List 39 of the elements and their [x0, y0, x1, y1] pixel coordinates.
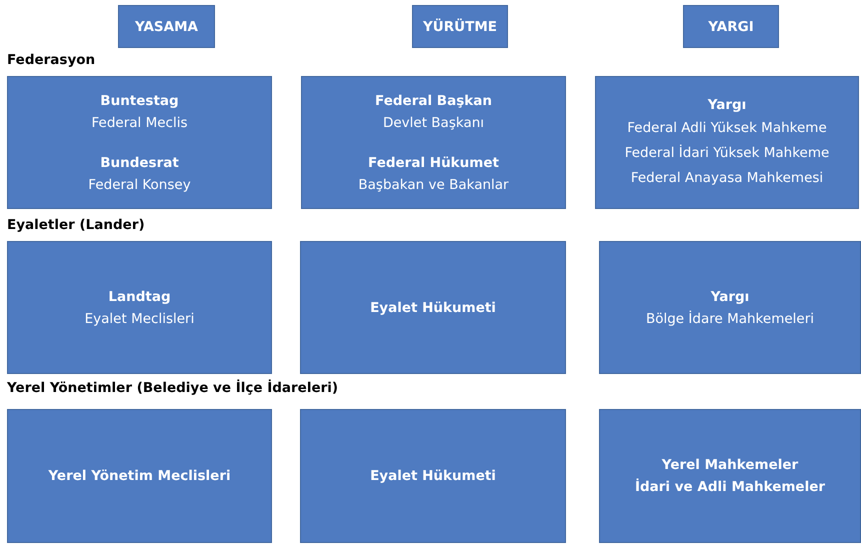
box-heading: Eyalet Hükumeti: [370, 467, 496, 486]
box-heading: Landtag: [108, 288, 171, 306]
box-heading: Yerel Yönetim Meclisleri: [48, 467, 231, 486]
row-heading: Yerel Yönetimler (Belediye ve İlçe İdareleri): [7, 380, 338, 396]
column-header: [118, 5, 215, 48]
institution-box: [7, 241, 272, 374]
box-heading: Federal Başkan: [375, 92, 492, 110]
box-heading: YASAMA: [135, 18, 198, 36]
box-text: Federal İdari Yüksek Mahkeme: [624, 144, 830, 163]
box-heading: YARGI: [708, 18, 754, 36]
box-text: Federal Anayasa Mahkemesi: [630, 169, 824, 188]
column-header: [412, 5, 508, 48]
box-heading: YÜRÜTME: [423, 18, 497, 36]
institution-box: [301, 76, 566, 209]
institution-box: [7, 76, 272, 209]
institution-box: [300, 409, 566, 543]
institution-box: [7, 409, 272, 543]
box-heading: Bundesrat: [100, 154, 179, 172]
box-text: Devlet Başkanı: [382, 114, 484, 132]
box-text: Başbakan ve Bakanlar: [358, 176, 509, 194]
box-text: Bölge İdare Mahkemeleri: [646, 310, 814, 328]
row-heading: Federasyon: [7, 52, 96, 68]
box-heading: Buntestag: [100, 92, 179, 110]
column-header: [683, 5, 779, 48]
institution-box: [599, 409, 861, 543]
box-text: Federal Meclis: [92, 114, 188, 132]
row-heading: Eyaletler (Lander): [7, 217, 145, 233]
box-heading: Yerel Mahkemeler: [662, 456, 798, 475]
box-text: Eyalet Meclisleri: [84, 310, 194, 328]
box-heading: İdari ve Adli Mahkemeler: [634, 478, 826, 497]
institution-box: [595, 76, 859, 209]
box-heading: Eyalet Hükumeti: [370, 298, 496, 318]
box-heading: Yargı: [710, 288, 750, 306]
institution-box: [599, 241, 861, 374]
box-text: Federal Adli Yüksek Mahkeme: [627, 119, 827, 138]
box-text: Federal Konsey: [88, 176, 191, 194]
box-heading: Federal Hükumet: [368, 154, 499, 172]
institution-box: [300, 241, 566, 374]
box-heading: Yargı: [708, 96, 746, 115]
